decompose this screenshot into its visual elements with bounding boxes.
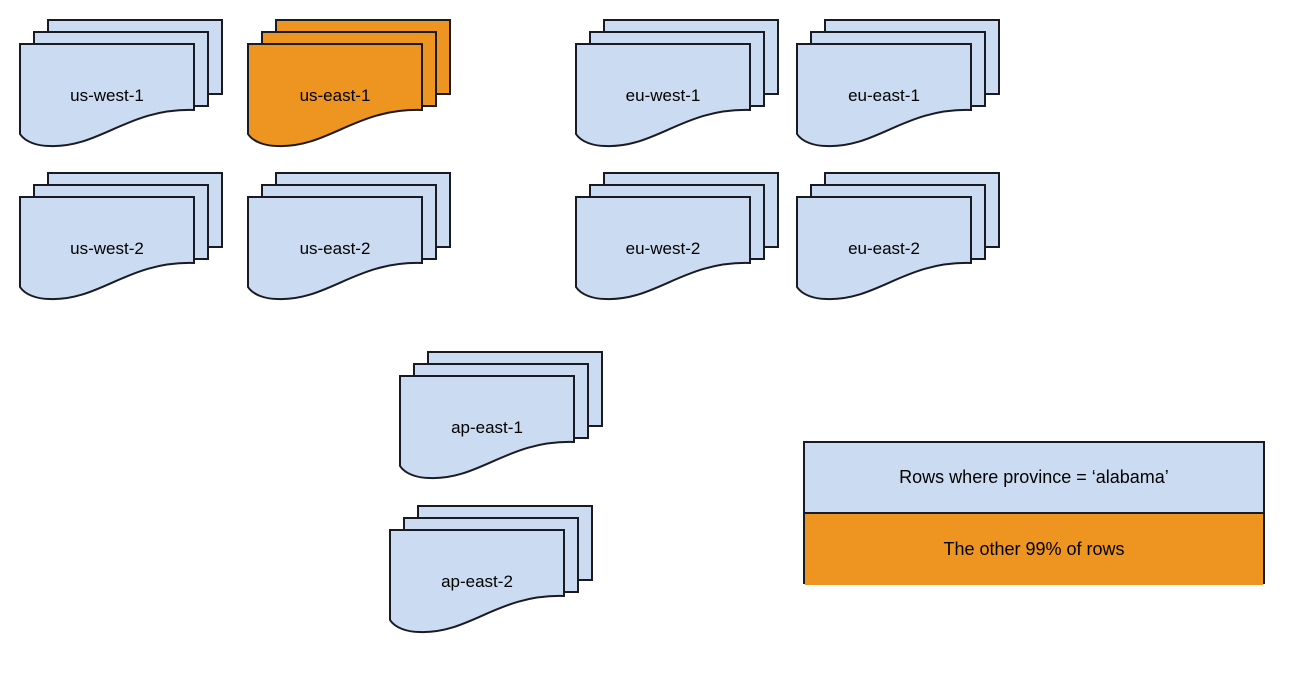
document-stack-eu-east-2[interactable]: eu-east-2 bbox=[796, 172, 1000, 311]
document-stack-shape bbox=[19, 172, 223, 301]
document-stack-shape bbox=[399, 351, 603, 480]
document-stack-us-east-2[interactable]: us-east-2 bbox=[247, 172, 451, 311]
document-stack-eu-west-1[interactable]: eu-west-1 bbox=[575, 19, 779, 158]
document-stack-eu-west-2[interactable]: eu-west-2 bbox=[575, 172, 779, 311]
document-stack-shape bbox=[575, 172, 779, 301]
document-stack-shape bbox=[247, 19, 451, 148]
document-stack-ap-east-2[interactable]: ap-east-2 bbox=[389, 505, 593, 644]
legend: Rows where province = ‘alabama’ The other… bbox=[803, 441, 1265, 585]
document-stack-shape bbox=[19, 19, 223, 148]
document-stack-shape bbox=[247, 172, 451, 301]
document-stack-shape bbox=[575, 19, 779, 148]
document-stack-shape bbox=[796, 172, 1000, 301]
document-stack-ap-east-1[interactable]: ap-east-1 bbox=[399, 351, 603, 490]
legend-item-legend-orange: The other 99% of rows bbox=[805, 514, 1263, 585]
document-stack-shape bbox=[796, 19, 1000, 148]
legend-item-legend-blue: Rows where province = ‘alabama’ bbox=[805, 443, 1263, 514]
legend-item-label: The other 99% of rows bbox=[943, 539, 1125, 559]
legend-item-label: Rows where province = ‘alabama’ bbox=[899, 467, 1169, 487]
document-stack-us-west-1[interactable]: us-west-1 bbox=[19, 19, 223, 158]
document-stack-us-west-2[interactable]: us-west-2 bbox=[19, 172, 223, 311]
document-stack-us-east-1[interactable]: us-east-1 bbox=[247, 19, 451, 158]
document-stack-shape bbox=[389, 505, 593, 634]
document-stack-eu-east-1[interactable]: eu-east-1 bbox=[796, 19, 1000, 158]
